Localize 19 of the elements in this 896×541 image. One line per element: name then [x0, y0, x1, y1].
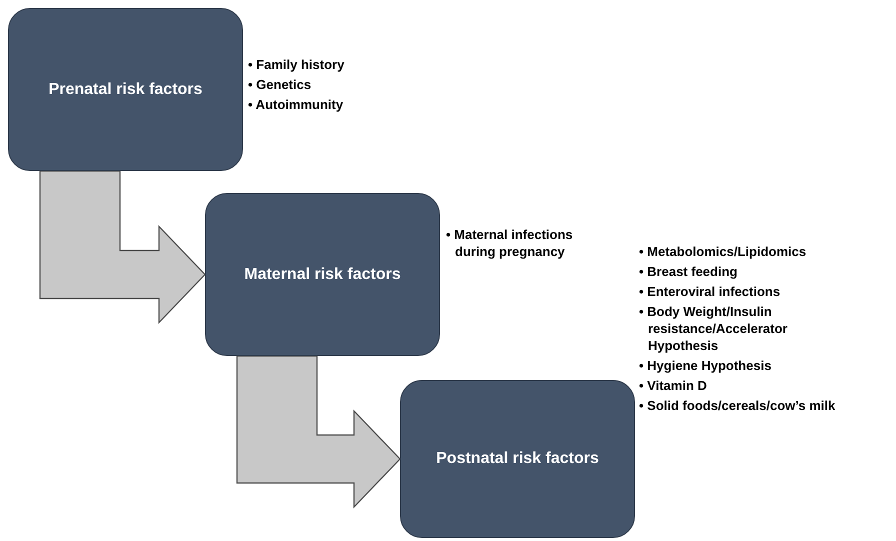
bullet-item: • Enteroviral infections — [639, 283, 782, 300]
process-box — [400, 380, 635, 538]
bullet-item: • Breast feeding — [639, 263, 738, 280]
bullet-item: • Body Weight/Insulin resistance/Accelerator Hypothesis — [639, 303, 788, 354]
bullet-item: • Solid foods/cereals/cow’s milk — [639, 397, 836, 414]
bullet-item: • Maternal infections during pregnancy — [446, 226, 574, 260]
bullet-item: • Metabolomics/Lipidomics — [639, 243, 808, 260]
bullet-item: • Vitamin D — [639, 377, 708, 394]
elbow-arrow — [236, 355, 401, 508]
bullet-item: • Autoimmunity — [248, 96, 344, 113]
box-title: Prenatal risk factors — [48, 80, 202, 98]
box-title: Postnatal risk factors — [436, 450, 599, 468]
box-title: Maternal risk factors — [244, 266, 401, 284]
bullet-item: • Genetics — [248, 76, 312, 93]
bullet-item: • Family history — [248, 56, 346, 73]
process-box — [8, 8, 243, 171]
bullet-item: • Hygiene Hypothesis — [639, 357, 772, 374]
process-box — [205, 193, 440, 356]
elbow-arrow — [39, 170, 206, 324]
